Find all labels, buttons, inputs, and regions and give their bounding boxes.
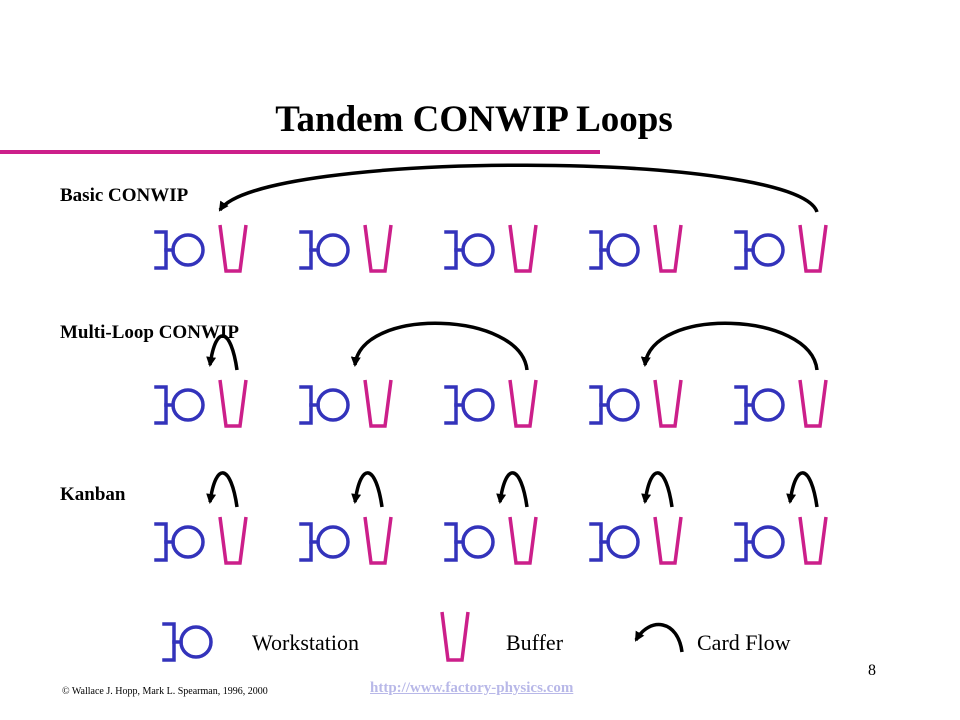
row-1	[154, 163, 828, 273]
card-flow-arrow	[350, 321, 529, 371]
workstation-icon	[444, 385, 495, 425]
legend-buffer-label: Buffer	[506, 630, 564, 655]
buffer-icon	[798, 516, 828, 565]
section-label-basic-conwip: Basic CONWIP	[60, 185, 189, 206]
copyright-notice: © Wallace J. Hopp, Mark L. Spearman, 199…	[62, 686, 268, 697]
page-number: 8	[868, 662, 876, 679]
workstation-icon	[444, 522, 495, 562]
buffer-icon	[218, 379, 248, 428]
buffer-icon	[653, 224, 683, 273]
card-flow-arrow	[206, 471, 239, 508]
card-flow-arrow	[786, 471, 819, 508]
card-flow-arrow	[641, 471, 674, 508]
workstation-icon	[154, 385, 205, 425]
workstation-icon	[734, 230, 785, 270]
legend-workstation-icon	[162, 622, 213, 662]
workstation-icon	[734, 522, 785, 562]
row-2	[154, 321, 828, 428]
buffer-icon	[798, 379, 828, 428]
title-underline	[0, 150, 600, 154]
buffer-icon	[653, 379, 683, 428]
row-3	[154, 471, 828, 565]
card-flow-arrow	[496, 471, 529, 508]
workstation-icon	[589, 522, 640, 562]
legend-workstation-label: Workstation	[252, 630, 359, 655]
buffer-icon	[363, 224, 393, 273]
workstation-icon	[734, 385, 785, 425]
buffer-icon	[508, 516, 538, 565]
card-flow-arrow	[206, 334, 239, 371]
buffer-icon	[218, 224, 248, 273]
buffer-icon	[653, 516, 683, 565]
buffer-icon	[218, 516, 248, 565]
workstation-icon	[299, 230, 350, 270]
workstation-icon	[299, 385, 350, 425]
card-flow-arrow	[218, 163, 819, 213]
workstation-icon	[154, 230, 205, 270]
workstation-icon	[299, 522, 350, 562]
workstation-icon	[589, 385, 640, 425]
buffer-icon	[798, 224, 828, 273]
legend-card-flow-icon	[634, 622, 684, 653]
card-flow-arrow	[351, 471, 384, 508]
card-flow-arrow	[640, 321, 819, 371]
buffer-icon	[508, 379, 538, 428]
buffer-icon	[508, 224, 538, 273]
buffer-icon	[363, 379, 393, 428]
legend-card-flow-label: Card Flow	[697, 630, 791, 655]
section-label-multi-loop-conwip: Multi-Loop CONWIP	[60, 322, 239, 343]
buffer-icon	[363, 516, 393, 565]
workstation-icon	[444, 230, 495, 270]
workstation-icon	[589, 230, 640, 270]
section-label-kanban: Kanban	[60, 484, 126, 505]
factory-physics-link[interactable]: http://www.factory-physics.com	[370, 680, 574, 696]
workstation-icon	[154, 522, 205, 562]
legend-buffer-icon	[440, 611, 470, 662]
page-title: Tandem CONWIP Loops	[275, 99, 673, 140]
